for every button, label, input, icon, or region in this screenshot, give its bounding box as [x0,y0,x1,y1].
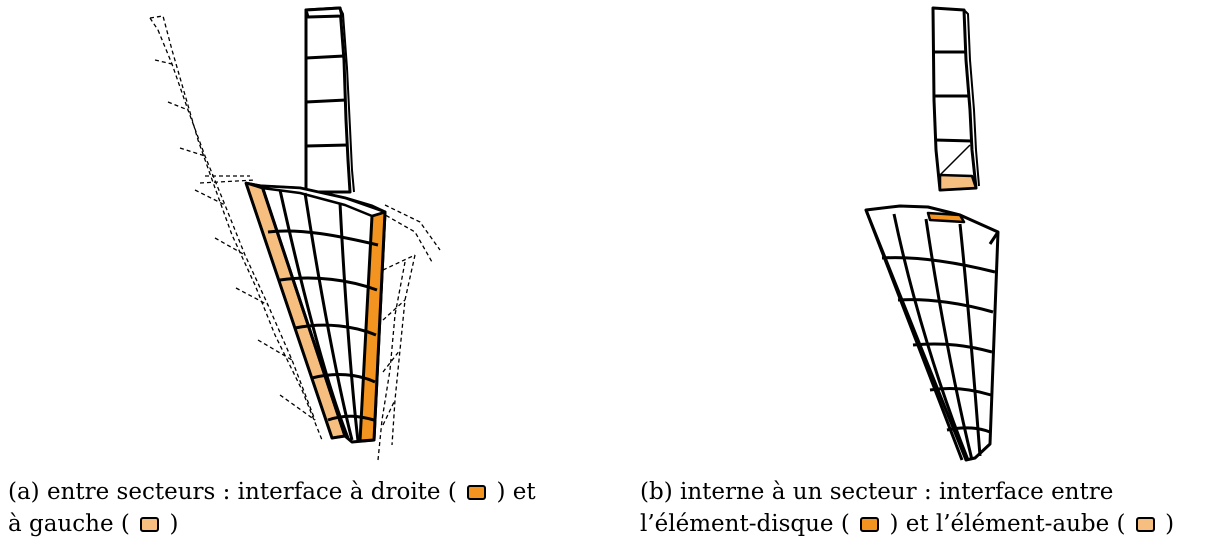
blade-b [931,6,980,192]
caption-b-line2: l’élément-disque ( [640,511,850,537]
caption-a-end: ) [169,511,179,537]
disc-b [864,204,1000,462]
blade-a [304,6,355,194]
caption-b-line1: (b) interne à un secteur : interface ent… [640,479,1114,505]
neighbour-sector-right [377,204,441,461]
dark-orange-swatch [860,517,880,532]
light-orange-swatch [140,517,160,532]
dark-orange-swatch [467,485,487,500]
light-orange-swatch [1135,517,1155,532]
caption-b-mid: ) et l’élément-aube ( [889,511,1126,537]
caption-a-line2: à gauche ( [8,511,130,537]
figure-a [149,6,441,461]
blade-interface-face [938,173,978,192]
caption-b-end: ) [1165,511,1175,537]
caption-b: (b) interne à un secteur : interface ent… [640,476,1215,540]
figure-b [864,6,1000,462]
disc-a [244,181,387,444]
disc-interface-face [926,211,966,224]
figure-canvas [149,6,1000,462]
caption-a: (a) entre secteurs : interface à droite … [8,476,598,540]
caption-a-mid: ) et [496,479,536,505]
caption-a-line1: (a) entre secteurs : interface à droite … [8,479,457,505]
neighbour-sector-left [149,15,323,441]
